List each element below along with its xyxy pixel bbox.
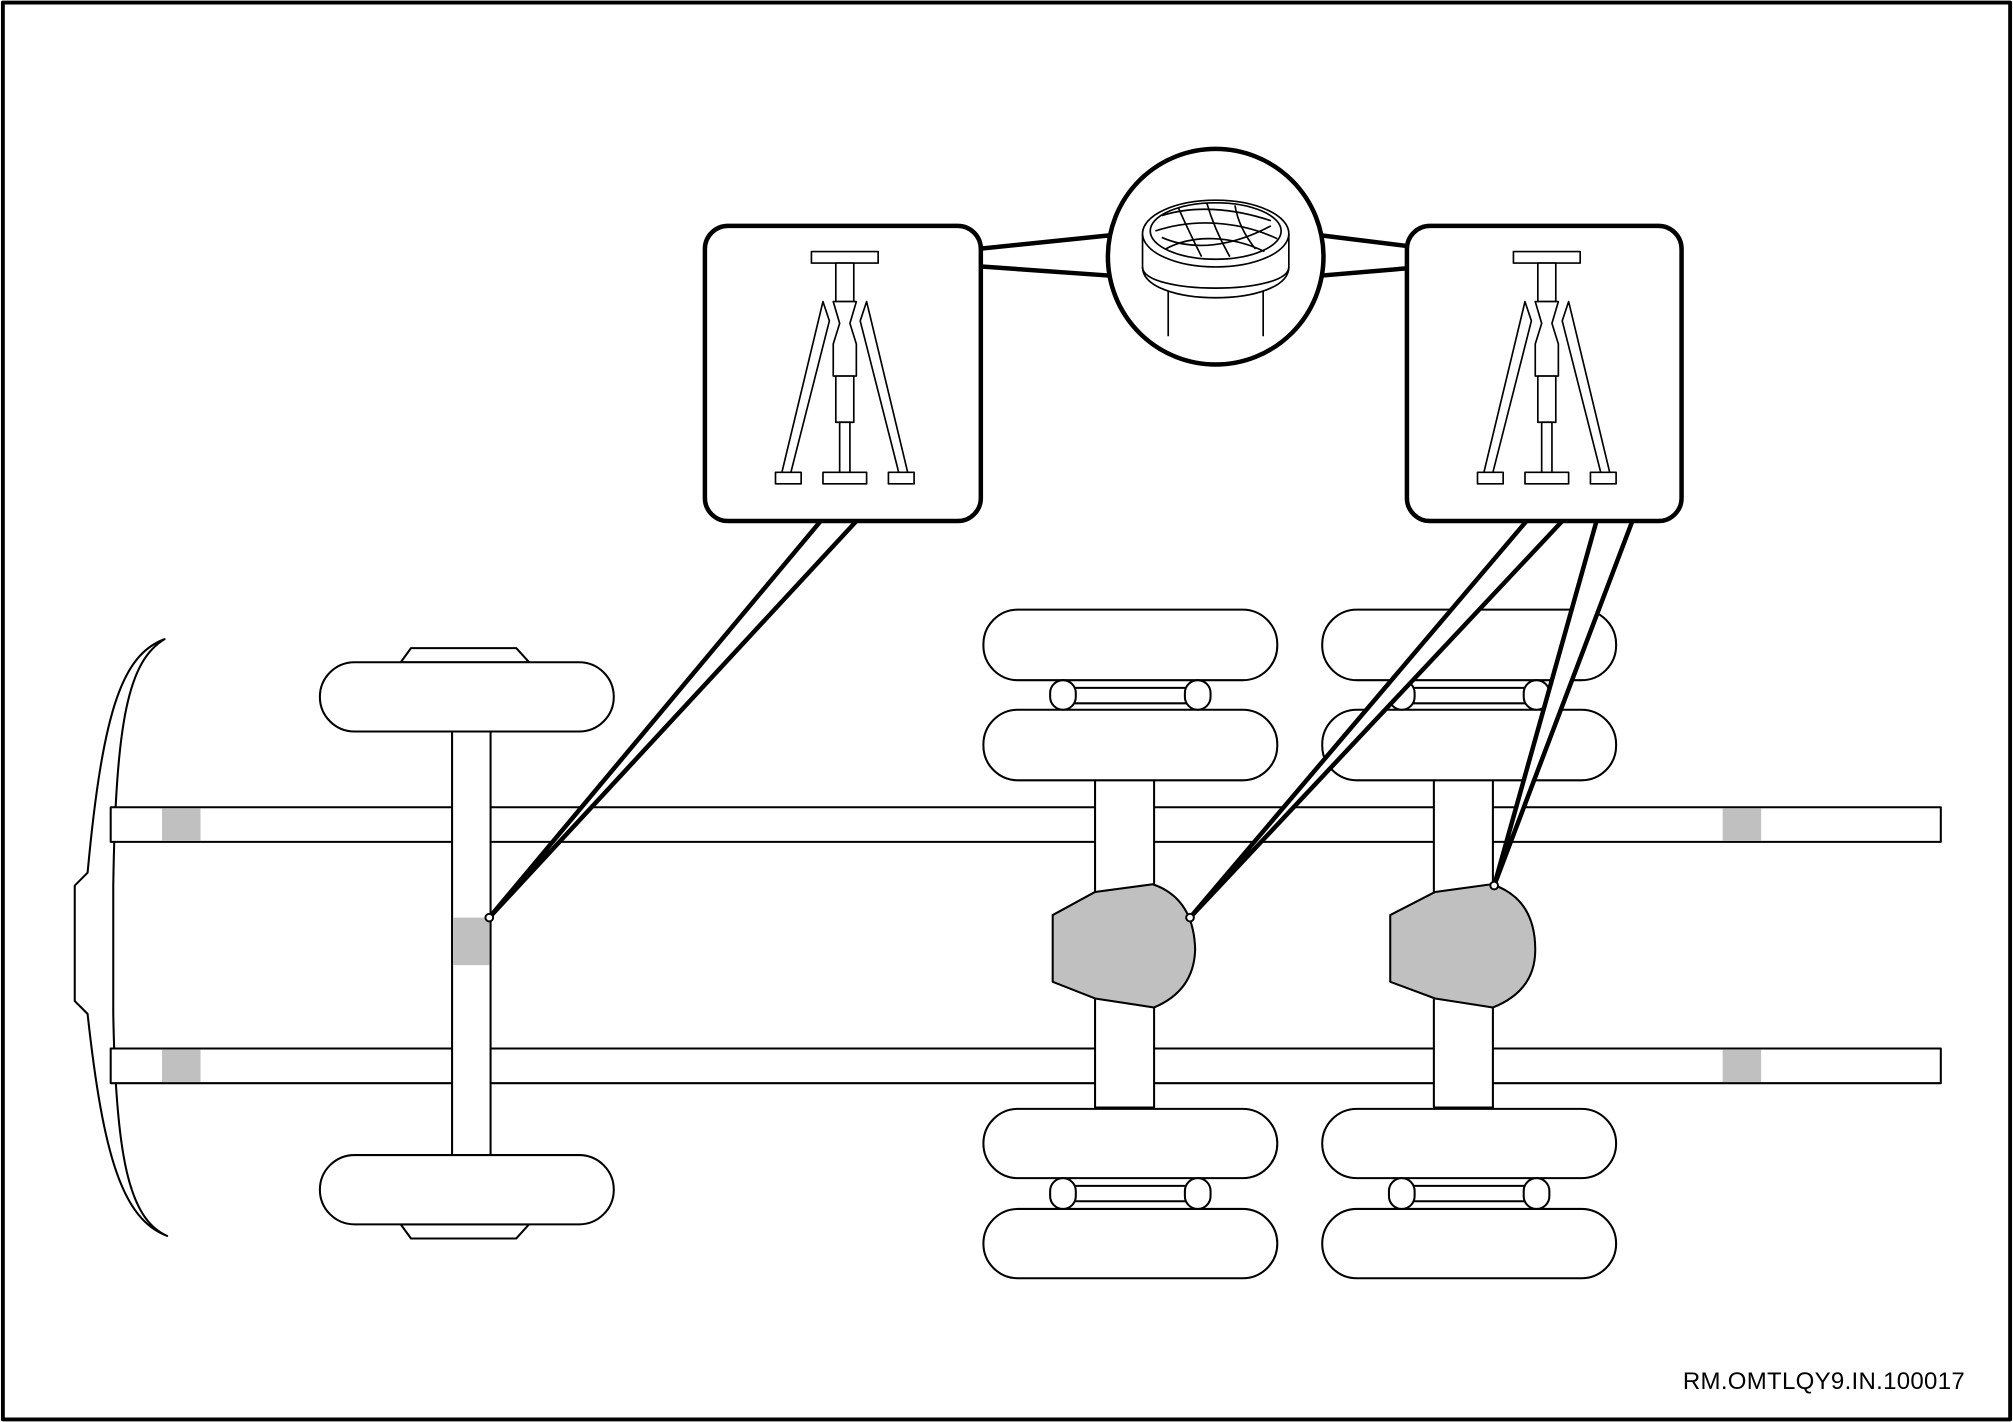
frame-support-point	[1722, 808, 1762, 841]
front-axle-contact-point	[484, 912, 495, 923]
figure-reference-code: RM.OMTLQY9.IN.100017	[1682, 1368, 1965, 1395]
rear-axle-1-contact-point	[1185, 912, 1195, 923]
frame-rail-left	[109, 806, 1942, 843]
rear-axle-1-dual-tire-top	[982, 608, 1279, 782]
jack-stand-icon	[774, 250, 915, 485]
front-axle-support-point	[453, 917, 490, 966]
frame-support-point	[162, 808, 201, 841]
rear-differential-1	[1051, 883, 1197, 1009]
jack-stand-icon	[1476, 250, 1617, 485]
front-bumper	[73, 638, 169, 1237]
front-tire-top	[318, 647, 615, 733]
callout-box-rear	[1404, 223, 1684, 524]
front-tire-bottom	[318, 1154, 615, 1240]
chassis	[73, 608, 1942, 1280]
rear-differential-2	[1389, 883, 1537, 1009]
rear-axle-1-dual-tire-bottom	[982, 1107, 1279, 1280]
rubber-pad-detail	[1105, 146, 1326, 367]
frame-support-point	[162, 1049, 201, 1082]
rubber-pad-icon	[1141, 199, 1290, 337]
rear-axle-2-dual-tire-bottom	[1321, 1107, 1618, 1280]
rear-axle-2-contact-point	[1489, 880, 1500, 891]
frame-rail-right	[109, 1047, 1942, 1085]
callout-box-front	[702, 223, 984, 524]
frame-support-point	[1722, 1049, 1762, 1082]
